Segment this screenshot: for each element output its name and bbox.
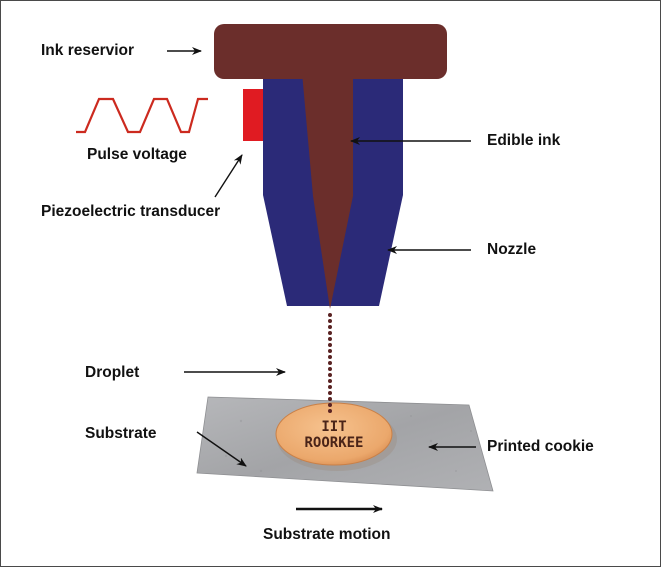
- label-substrate-motion: Substrate motion: [263, 526, 391, 543]
- droplet-stream: [328, 313, 332, 413]
- label-nozzle: Nozzle: [487, 241, 537, 258]
- label-droplet: Droplet: [85, 364, 140, 381]
- arrow-icon: [214, 154, 243, 198]
- printed-cookie: [275, 402, 393, 466]
- droplet: [328, 349, 332, 353]
- droplet: [328, 331, 332, 335]
- droplet: [328, 385, 332, 389]
- droplet: [328, 319, 332, 323]
- pulse-wave-icon: [76, 97, 208, 134]
- substrate-texture: [224, 415, 472, 473]
- arrow-icon: [196, 431, 247, 467]
- droplet: [328, 355, 332, 359]
- droplet: [328, 391, 332, 395]
- droplet: [328, 361, 332, 365]
- label-printed-cookie: Printed cookie: [487, 438, 594, 455]
- droplet: [328, 403, 332, 407]
- droplet: [328, 373, 332, 377]
- label-piezoelectric-transducer: Piezoelectric transducer: [41, 203, 221, 220]
- droplet: [328, 409, 332, 413]
- edible-ink-channel: [301, 61, 353, 309]
- label-edible-ink: Edible ink: [487, 132, 561, 149]
- droplet: [328, 367, 332, 371]
- droplet: [328, 397, 332, 401]
- ink-reservoir: [214, 24, 447, 79]
- label-pulse-voltage: Pulse voltage: [87, 146, 187, 163]
- droplet: [328, 343, 332, 347]
- label-ink-reservoir: Ink reservior: [41, 42, 135, 59]
- label-substrate: Substrate: [85, 425, 157, 442]
- cookie-text-line2: ROORKEE: [304, 435, 363, 451]
- droplet: [328, 379, 332, 383]
- cookie-text-line1: IIT: [321, 419, 346, 435]
- droplet: [328, 325, 332, 329]
- droplet: [328, 337, 332, 341]
- droplet: [328, 313, 332, 317]
- piezoelectric-transducer: [243, 89, 263, 141]
